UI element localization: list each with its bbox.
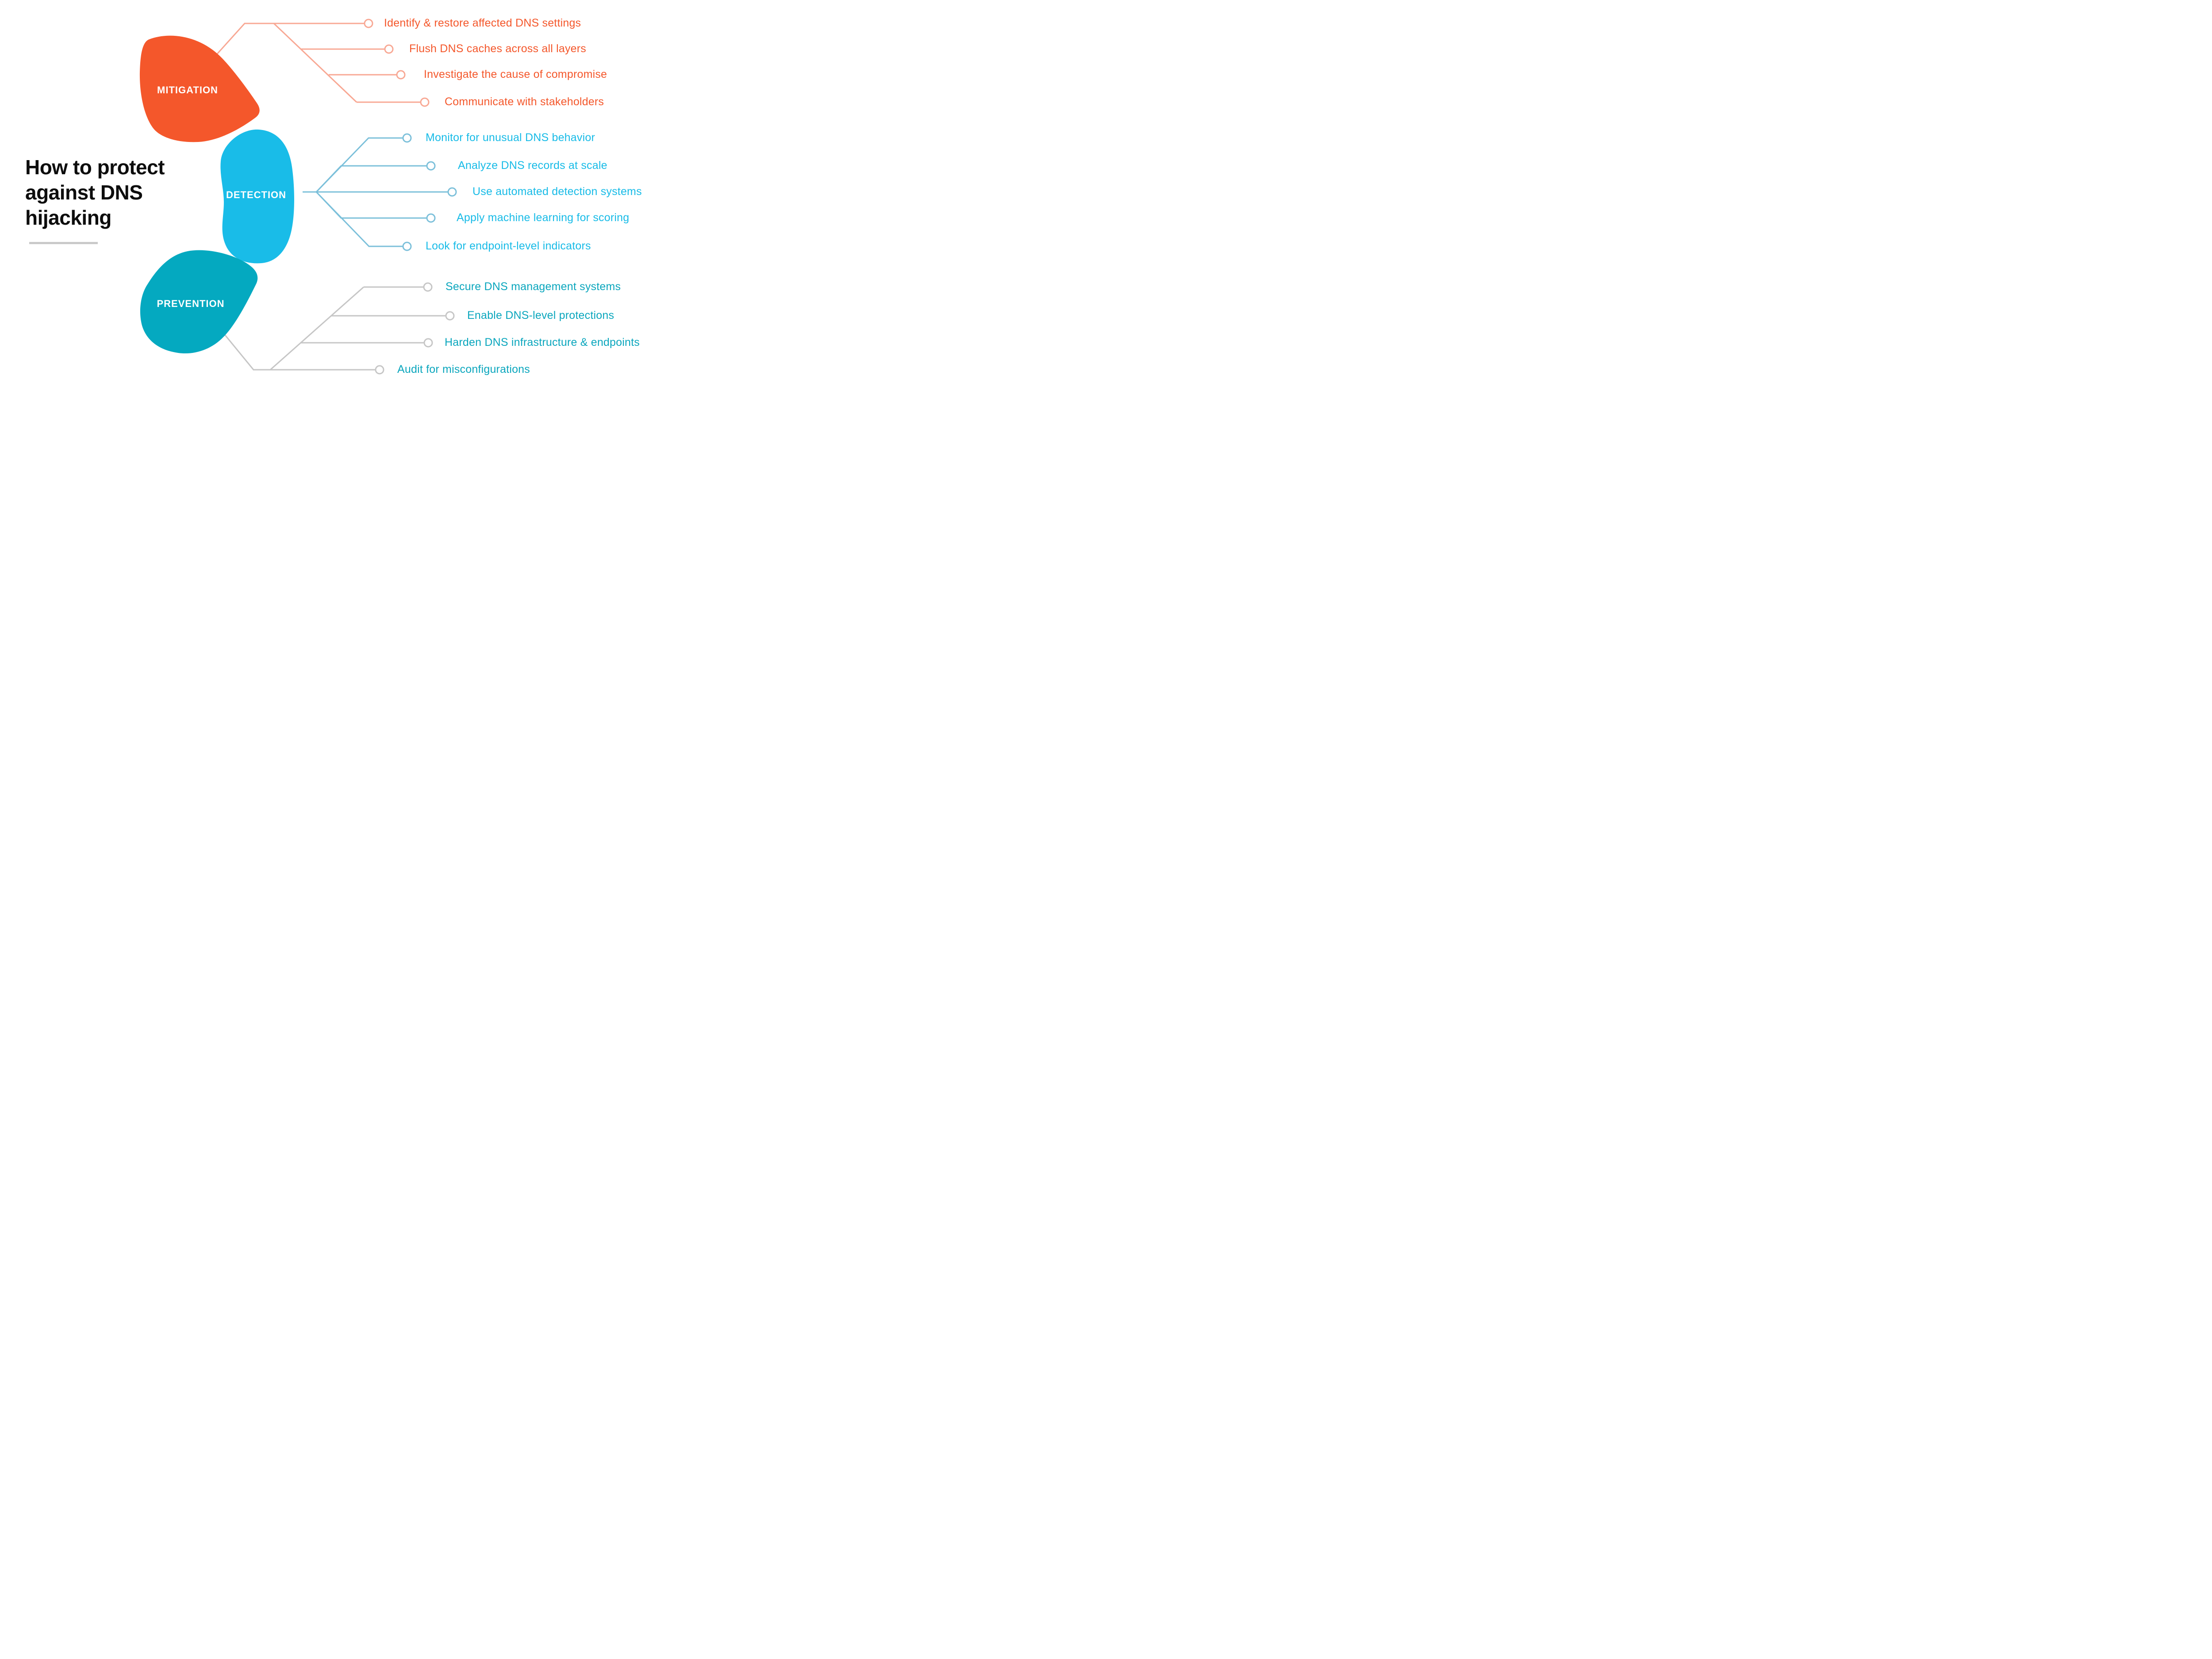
title-underline bbox=[29, 242, 98, 244]
list-item-mitigation-4: Communicate with stakeholders bbox=[445, 95, 604, 108]
connector-diagram bbox=[139, 19, 457, 375]
list-item-mitigation-2: Flush DNS caches across all layers bbox=[409, 42, 586, 55]
list-item-prevention-1: Secure DNS management systems bbox=[445, 280, 621, 293]
mitigation-branch-diagonal bbox=[273, 23, 357, 103]
detection-branch-line-4 bbox=[315, 191, 427, 219]
connector-node-icon bbox=[426, 161, 436, 171]
prevention-branch-diagonal bbox=[270, 286, 364, 371]
list-item-detection-1: Monitor for unusual DNS behavior bbox=[426, 131, 595, 144]
page-title-line: against DNS bbox=[25, 181, 143, 204]
connector-node-icon bbox=[426, 213, 436, 223]
list-item-prevention-4: Audit for misconfigurations bbox=[397, 363, 530, 375]
blob-label-mitigation: MITIGATION bbox=[157, 84, 218, 96]
page-title-line: How to protect bbox=[25, 156, 165, 179]
blob-label-detection: DETECTION bbox=[226, 189, 287, 200]
mitigation-stem-line bbox=[215, 23, 365, 56]
detection-connectors bbox=[303, 133, 457, 251]
connector-node-icon bbox=[396, 70, 406, 80]
connector-node-icon bbox=[375, 365, 384, 375]
blob-label-prevention: PREVENTION bbox=[157, 298, 225, 309]
connector-node-icon bbox=[364, 19, 373, 28]
prevention-blob bbox=[140, 250, 258, 354]
list-item-detection-4: Apply machine learning for scoring bbox=[457, 211, 630, 224]
list-item-mitigation-1: Identify & restore affected DNS settings bbox=[384, 16, 581, 29]
connector-node-icon bbox=[402, 241, 412, 251]
prevention-connectors bbox=[223, 282, 455, 375]
connector-node-icon bbox=[447, 187, 457, 197]
connector-node-icon bbox=[445, 311, 455, 321]
list-item-detection-5: Look for endpoint-level indicators bbox=[426, 239, 591, 252]
connector-node-icon bbox=[423, 338, 433, 348]
list-item-mitigation-3: Investigate the cause of compromise bbox=[424, 68, 607, 80]
connector-node-icon bbox=[384, 44, 394, 54]
list-item-detection-2: Analyze DNS records at scale bbox=[458, 159, 607, 172]
list-item-prevention-2: Enable DNS-level protections bbox=[467, 309, 614, 322]
list-item-detection-3: Use automated detection systems bbox=[472, 185, 642, 198]
list-item-prevention-3: Harden DNS infrastructure & endpoints bbox=[445, 336, 640, 349]
page-title-line: hijacking bbox=[25, 206, 111, 229]
mitigation-blob bbox=[139, 35, 260, 142]
connector-node-icon bbox=[402, 133, 412, 143]
detection-blob bbox=[220, 129, 294, 264]
detection-branch-line-1 bbox=[315, 137, 403, 193]
infographic-canvas: How to protect against DNS hijacking MIT… bbox=[0, 0, 684, 384]
prevention-stem-line bbox=[223, 333, 376, 371]
connector-node-icon bbox=[423, 282, 433, 292]
connector-node-icon bbox=[420, 97, 430, 107]
mitigation-connectors bbox=[215, 19, 430, 107]
page-title: How to protect against DNS hijacking bbox=[25, 155, 165, 230]
detection-branch-line-5 bbox=[315, 191, 403, 247]
detection-branch-line-2 bbox=[315, 165, 427, 193]
